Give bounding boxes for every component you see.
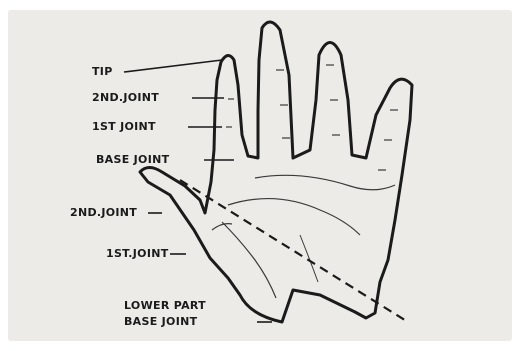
palm-crease-heart [255, 175, 395, 189]
label-thumb-2nd-joint: 2ND.JOINT [70, 207, 137, 219]
label-tip: TIP [92, 66, 113, 78]
palm-crease-life [222, 222, 276, 298]
leader-tip [124, 60, 222, 72]
label-finger-1st-joint: 1ST JOINT [92, 121, 156, 133]
label-thumb-base-joint: BASE JOINT [124, 316, 197, 328]
hand-outline [140, 22, 412, 322]
label-thumb-lower-part: LOWER PART [124, 300, 206, 312]
palm-crease-minor [300, 235, 318, 282]
palm-crease-head [228, 199, 360, 235]
label-thumb-1st-joint: 1ST.JOINT [106, 248, 169, 260]
finger-joint-marks [226, 65, 398, 170]
label-finger-base-joint: BASE JOINT [96, 154, 169, 166]
label-finger-2nd-joint: 2ND.JOINT [92, 92, 159, 104]
